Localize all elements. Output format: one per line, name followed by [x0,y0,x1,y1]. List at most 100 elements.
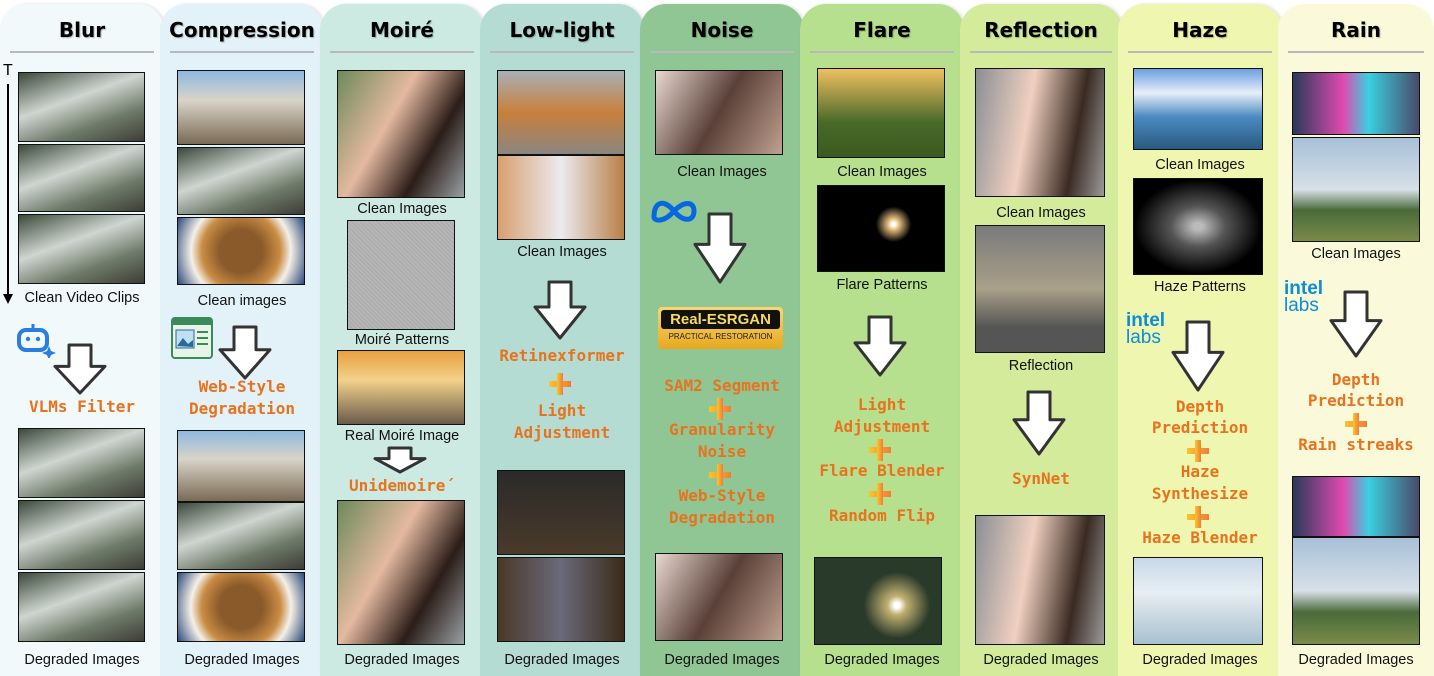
photo-image [655,553,783,641]
photo-image [177,430,305,502]
column-title: Reflection [984,18,1098,42]
method-label: Synthesize [1151,484,1249,503]
photo-image [177,572,305,642]
photo-image [177,70,305,145]
column-title: Blur [58,18,106,42]
plus-icon [1187,440,1209,462]
method-label: Haze [1180,462,1220,481]
meta-logo-icon [650,197,698,230]
image-caption: Reflection [1008,358,1074,374]
photo-image [817,185,945,272]
method-label: Prediction [1151,418,1249,437]
column-title: Haze [1172,18,1228,42]
down-arrow-icon [53,343,107,400]
photo-image [1133,68,1263,150]
photo-image [497,70,625,155]
image-caption: Clean Images [1311,246,1401,262]
plus-icon [709,398,731,420]
time-label: T [3,62,13,79]
photo-image [975,68,1105,197]
timeline-arrow-icon [2,84,14,311]
photo-image [975,225,1105,353]
photo-image [18,144,145,212]
method-label: Depth [1175,397,1225,416]
plus-icon [549,373,571,395]
down-arrow-icon [1012,390,1066,461]
photo-image [1292,476,1420,537]
down-arrow-icon [533,280,587,345]
image-caption: Clean images [197,293,287,309]
image-caption: Moiré Patterns [354,332,450,348]
image-caption: Degraded Images [504,652,620,668]
photo-image [814,557,942,645]
image-caption: Clean Video Clips [24,290,140,306]
photo-image [18,500,145,570]
method-label: Web-Style [198,377,286,396]
method-label: SynNet [1012,469,1070,488]
image-caption: Haze Patterns [1154,279,1246,295]
photo-image [177,217,305,285]
photo-image [337,70,465,198]
image-caption: Degraded Images [824,652,940,668]
divider [1288,51,1424,53]
logo-line: labs [1284,295,1319,316]
method-label: Degradation [669,508,775,527]
method-label: Random Flip [829,506,935,525]
image-caption: Clean Images [357,201,447,217]
plus-icon [1187,506,1209,528]
web-page-icon [168,316,216,367]
photo-image [18,428,145,498]
method-label: Adjustment [513,423,611,442]
method-label: Retinexformer [499,346,625,365]
photo-image [975,515,1105,645]
method-label: Light [537,401,587,420]
plus-icon [709,464,731,486]
photo-image [337,350,465,425]
image-caption: Degraded Images [1298,652,1414,668]
down-arrow-icon [218,325,272,385]
method-label: Adjustment [833,417,931,436]
photo-image [655,70,783,155]
logo-line: intel [1284,278,1324,299]
divider [1128,51,1272,53]
method-label: Depth [1331,370,1381,389]
column-title: Rain [1331,18,1381,42]
divider [970,51,1112,53]
photo-image [497,470,625,555]
image-caption: Degraded Images [1142,652,1258,668]
image-caption: Degraded Images [24,652,140,668]
column-title: Low-light [509,18,615,42]
divider [330,51,474,53]
badge-subtitle: Practical Restoration [668,332,773,341]
photo-image [1292,72,1420,135]
plus-icon [1345,413,1367,435]
pattern-image [347,220,455,330]
divider [650,51,794,53]
photo-image [497,557,625,642]
method-label: Light [857,395,907,414]
down-arrow-icon [853,315,907,382]
method-label: Degradation [189,399,295,418]
method-label: Granularity [669,420,775,439]
badge-title: Real-ESRGAN [661,310,780,329]
divider [170,51,314,53]
image-caption: Clean Images [677,164,767,180]
method-label: Web-Style [678,486,766,505]
divider [490,51,634,53]
real-esrgan-badge: Real-ESRGAN Practical Restoration [658,307,783,349]
image-caption: Clean Images [837,164,927,180]
method-label: Rain streaks [1298,435,1414,454]
photo-image [177,147,305,215]
logo-line: labs [1126,327,1161,348]
image-caption: Degraded Images [983,652,1099,668]
photo-image [337,500,465,645]
photo-image [177,502,305,570]
photo-image [497,155,625,240]
